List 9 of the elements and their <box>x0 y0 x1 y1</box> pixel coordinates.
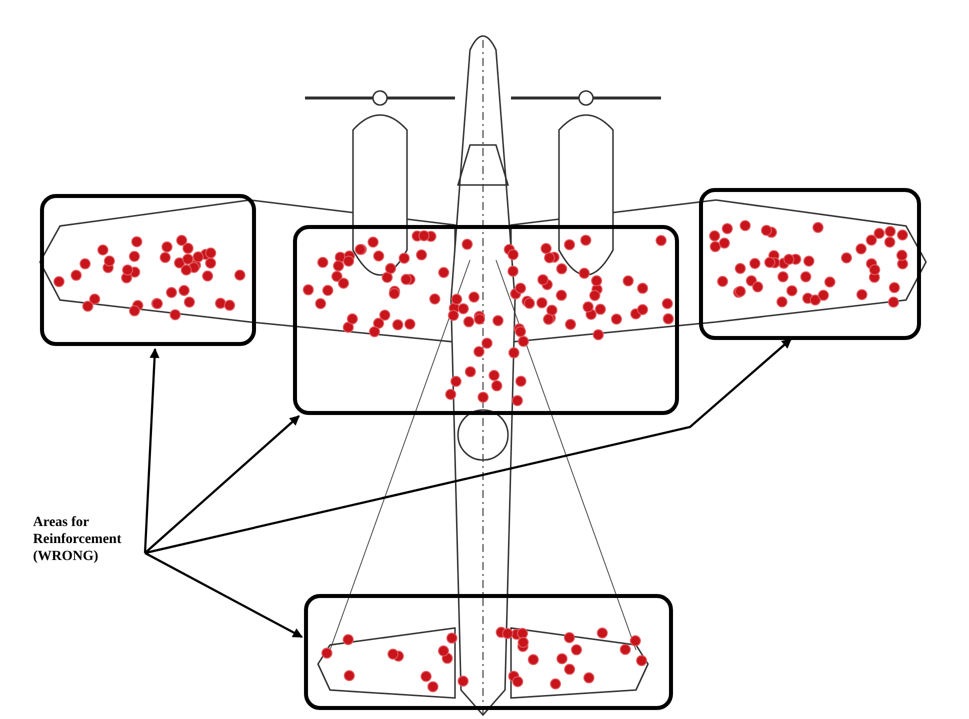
arrow <box>144 338 792 554</box>
highlight-frame <box>293 225 679 415</box>
highlight-frame <box>304 594 673 710</box>
highlight-frame <box>40 194 256 346</box>
arrow <box>144 415 300 554</box>
highlight-frame <box>699 188 921 340</box>
arrow <box>144 552 303 638</box>
arrow <box>144 348 160 554</box>
callout-text: Areas for Reinforcement (WRONG) <box>33 514 153 565</box>
